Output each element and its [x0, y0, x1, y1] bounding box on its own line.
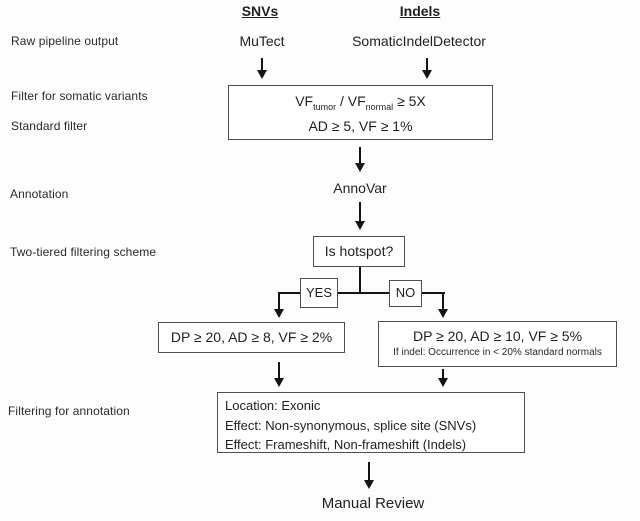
row-label-two-tiered-filtering: Two-tiered filtering scheme [10, 245, 157, 259]
vf-ratio-condition: VFtumor / VFnormal ≥ 5X [229, 89, 492, 114]
branch-horizontal-line [278, 292, 445, 294]
node-manual-review: Manual Review [321, 495, 425, 512]
annotation-filter-box: Location: Exonic Effect: Non-synonymous,… [217, 392, 525, 453]
arrow-nonhotspot-filter-to-annotation-filter [442, 369, 444, 378]
ad-vf-condition: AD ≥ 5, VF ≥ 1% [308, 118, 413, 134]
hotspot-filter-condition: DP ≥ 20, AD ≥ 8, VF ≥ 2% [170, 329, 333, 345]
node-somatic-indel-detector: SomaticIndelDetector [352, 33, 486, 49]
hotspot-question: Is hotspot? [324, 243, 394, 259]
arrow-yes-branch-down [278, 292, 280, 309]
arrow-hotspot-filter-to-annotation-filter [278, 362, 280, 378]
vf-ratio-part1: VF [295, 93, 314, 109]
row-label-filter-somatic-variants: Filter for somatic variants [11, 89, 148, 103]
hotspot-decision-box: Is hotspot? [313, 236, 405, 267]
row-label-raw-pipeline-output: Raw pipeline output [11, 34, 119, 48]
hotspot-filter-box: DP ≥ 20, AD ≥ 8, VF ≥ 2% [158, 322, 345, 353]
arrow-no-branch-down [442, 292, 444, 309]
stem-hotspot-to-branch [359, 267, 361, 293]
row-label-standard-filter: Standard filter [11, 119, 88, 133]
arrow-to-manual-review [368, 462, 370, 480]
vf-subscript-normal: normal [365, 101, 394, 112]
branch-no-box: NO [389, 280, 422, 307]
non-hotspot-filter-box: DP ≥ 20, AD ≥ 10, VF ≥ 5% If indel: Occu… [378, 321, 617, 367]
arrow-filter-to-annovar [359, 147, 361, 163]
arrow-mutect-to-filter [261, 58, 263, 70]
column-header-indels: Indels [399, 3, 441, 19]
row-label-annotation: Annotation [10, 187, 69, 201]
vf-ratio-part3: ≥ 5X [393, 93, 426, 109]
row-label-filtering-for-annotation: Filtering for annotation [8, 404, 130, 418]
vf-ratio-part2: / VF [336, 93, 366, 109]
node-mutect: MuTect [239, 33, 285, 49]
arrow-indeldetector-to-filter [426, 58, 428, 70]
arrow-annovar-to-hotspot [359, 202, 361, 221]
column-header-snvs: SNVs [241, 3, 279, 19]
annotation-filter-effect-indels: Effect: Frameshift, Non-frameshift (Inde… [225, 437, 467, 452]
non-hotspot-indel-note: If indel: Occurrence in < 20% standard n… [393, 347, 602, 358]
branch-yes-box: YES [300, 278, 338, 308]
annotation-filter-location: Location: Exonic [225, 398, 321, 413]
branch-no-label: NO [395, 285, 416, 300]
standard-filter-box: VFtumor / VFnormal ≥ 5X AD ≥ 5, VF ≥ 1% [228, 85, 493, 140]
non-hotspot-filter-condition: DP ≥ 20, AD ≥ 10, VF ≥ 5% [412, 328, 583, 344]
annotation-filter-effect-snvs: Effect: Non-synonymous, splice site (SNV… [225, 417, 477, 433]
node-annovar: AnnoVar [333, 180, 387, 196]
vf-subscript-tumor: tumor [313, 101, 337, 112]
branch-yes-label: YES [305, 285, 332, 300]
